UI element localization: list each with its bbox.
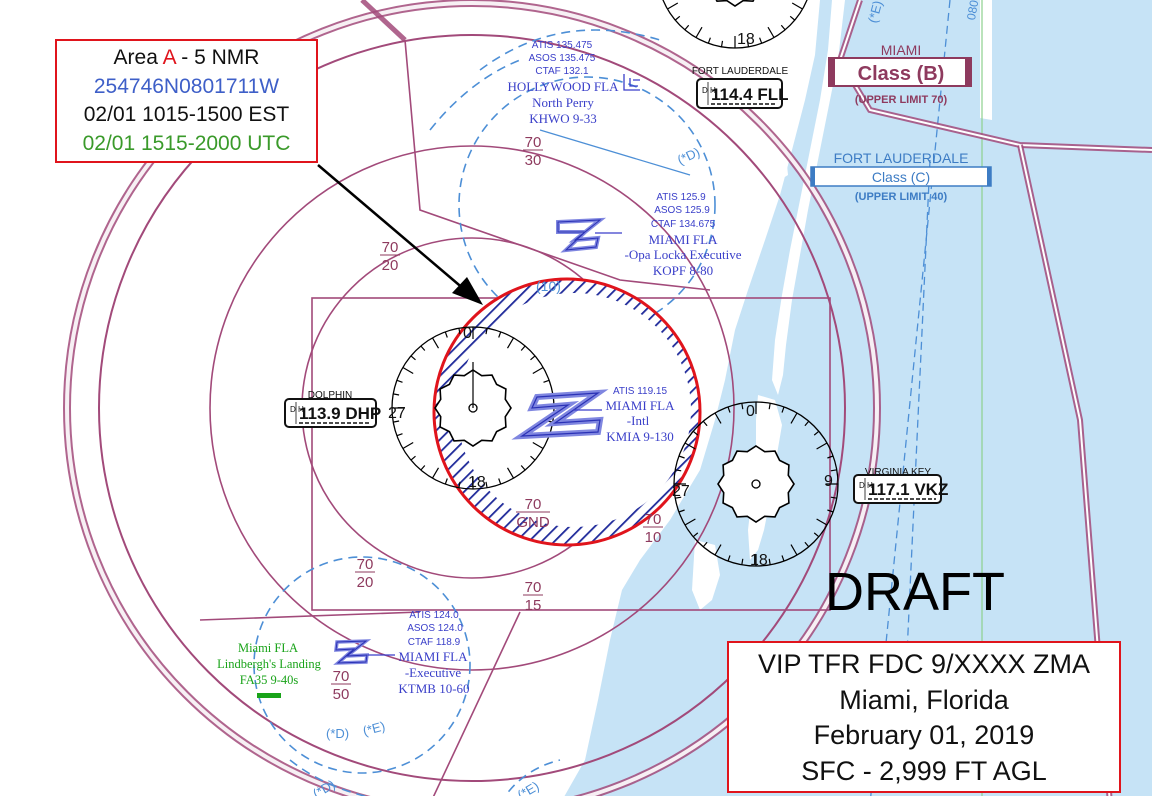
- svg-text:North Perry: North Perry: [532, 95, 594, 110]
- svg-text:ASOS 125.9: ASOS 125.9: [654, 205, 710, 216]
- altitude-bottom: 20: [357, 574, 374, 591]
- tfr-location: Miami, Florida: [839, 684, 1009, 715]
- area-title: Area A - 5 NMR: [113, 46, 260, 69]
- vor-dhp: DOLPHIN D H 113.9 DHP: [284, 390, 381, 428]
- altitude-top: 70: [333, 668, 350, 685]
- dhp-compass-rose: [391, 326, 555, 490]
- tmb-airport-info: ATIS 124.0 ASOS 124.0 CTAF 118.9 MIAMI F…: [398, 610, 469, 696]
- svg-text:FA35 9-40s: FA35 9-40s: [240, 673, 299, 687]
- class-e-label: (*E): [515, 778, 542, 802]
- opf-airport-icon: [556, 217, 607, 253]
- altitude-top: 70: [525, 134, 542, 151]
- hwo-airport-info: ATIS 135.475 ASOS 135.475 CTAF 132.1 HOL…: [508, 40, 620, 126]
- svg-text:Lindbergh's Landing: Lindbergh's Landing: [217, 657, 321, 671]
- fa35-runway-icon: [257, 693, 281, 698]
- airport-symbols: [333, 74, 640, 665]
- svg-text:ATIS 125.9: ATIS 125.9: [656, 192, 706, 203]
- vkz-compass-rose: [673, 401, 839, 567]
- svg-text:Miami FLA: Miami FLA: [238, 641, 298, 655]
- altitude-top: 70: [357, 556, 374, 573]
- altitude-top: 70: [382, 239, 399, 256]
- class-c-boundary: [539, 129, 691, 176]
- svg-text:ASOS 124.0: ASOS 124.0: [407, 623, 463, 634]
- svg-text:KHWO 9-33: KHWO 9-33: [529, 111, 597, 126]
- class-d-label: (*D): [326, 726, 349, 741]
- class-e-label: (*E): [361, 718, 387, 738]
- svg-text:CTAF 118.9: CTAF 118.9: [408, 637, 461, 648]
- tfr-altitude: SFC - 2,999 FT AGL: [801, 755, 1047, 786]
- area-time-utc: 02/01 1515-2000 UTC: [82, 131, 291, 155]
- tmb-airport-icon: [333, 639, 372, 665]
- svg-text:HOLLYWOOD FLA: HOLLYWOOD FLA: [508, 79, 620, 94]
- altitude-bottom: 15: [525, 597, 542, 614]
- fa35-airport-info: Miami FLA Lindbergh's Landing FA35 9-40s: [217, 641, 321, 687]
- svg-text:MIAMI FLA: MIAMI FLA: [649, 232, 719, 247]
- tfr-date: February 01, 2019: [813, 720, 1035, 750]
- area-info-box: Area A - 5 NMR 254746N0801711W 02/01 101…: [55, 39, 318, 163]
- area-arrow: [317, 164, 483, 305]
- mia-airport-icon: [511, 389, 609, 440]
- svg-text:-Opa Locka Executive: -Opa Locka Executive: [625, 247, 742, 262]
- altitude-bottom: 50: [333, 686, 350, 703]
- fll-compass-rose: [662, 0, 808, 49]
- class-d-label: (*D): [675, 144, 702, 167]
- area-time-est: 02/01 1015-1500 EST: [83, 103, 290, 126]
- area-coordinates: 254746N0801711W: [93, 74, 280, 98]
- vor-fll: FORT LAUDERDALE D H 114.4 FLL: [692, 66, 788, 109]
- altitude-top: 70: [525, 579, 542, 596]
- svg-text:KOPF 8-80: KOPF 8-80: [653, 263, 713, 278]
- tfr-id: VIP TFR FDC 9/XXXX ZMA: [757, 649, 1091, 679]
- opf-airport-info: ATIS 125.9 ASOS 125.9 CTAF 134.675 MIAMI…: [625, 192, 742, 278]
- svg-text:CTAF 132.1: CTAF 132.1: [535, 66, 589, 77]
- svg-text:ASOS 135.475: ASOS 135.475: [529, 53, 596, 64]
- svg-text:CTAF 134.675: CTAF 134.675: [651, 219, 716, 230]
- area-letter: A: [162, 46, 176, 69]
- tfr-title-box: VIP TFR FDC 9/XXXX ZMA Miami, Florida Fe…: [727, 641, 1121, 793]
- hwo-airport-icon: [623, 74, 640, 91]
- svg-text:KTMB 10-60: KTMB 10-60: [398, 681, 469, 696]
